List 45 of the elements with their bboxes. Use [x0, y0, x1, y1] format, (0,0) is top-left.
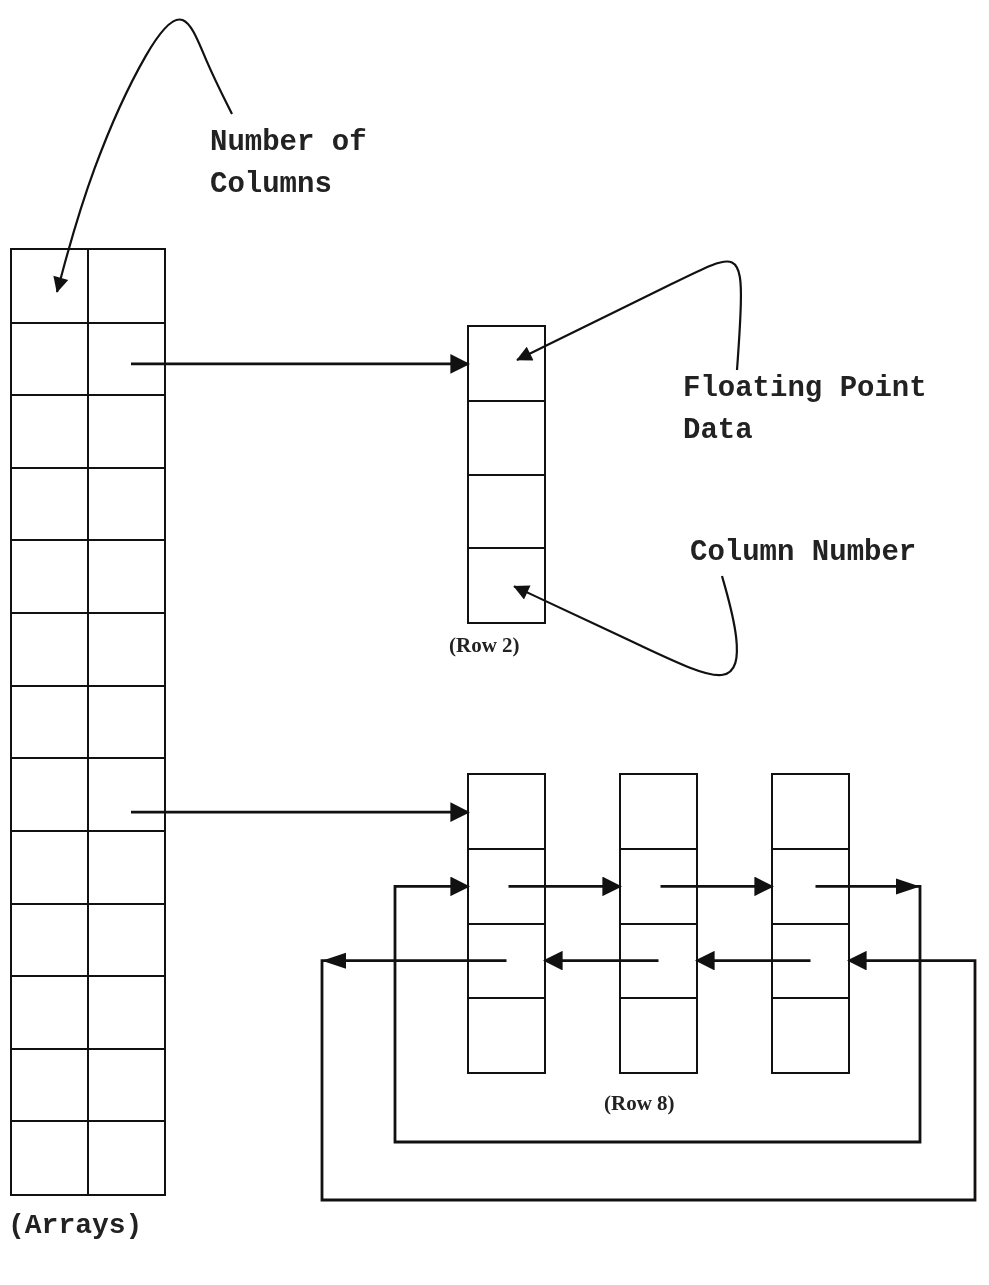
grid-cell [87, 539, 165, 615]
callout-text: Column Number [690, 532, 980, 574]
caption: (Row 8) [604, 1091, 675, 1116]
storage-block [619, 773, 698, 1074]
callout-text: Floating Point Data [683, 368, 983, 452]
grid-cell [87, 829, 165, 905]
grid-cell [87, 466, 165, 542]
grid-cell [11, 975, 89, 1050]
grid-cell [620, 848, 697, 925]
grid-cell [87, 975, 165, 1050]
node-label: (Arrays) [8, 1210, 143, 1241]
grid-cell [11, 829, 89, 905]
node-label: (Row 2) [449, 633, 520, 658]
grid-cell [11, 757, 89, 832]
grid-cell [87, 757, 165, 832]
grid-cell [468, 399, 545, 476]
grid-cell [11, 466, 89, 542]
grid-cell [772, 848, 849, 925]
grid-cell [11, 1120, 89, 1195]
grid-cell [11, 612, 89, 687]
storage-block [467, 773, 546, 1074]
grid-cell [468, 922, 545, 999]
grid-cell [11, 902, 89, 978]
grid-cell [11, 321, 89, 397]
grid-cell [11, 249, 89, 324]
grid-cell [87, 1047, 165, 1123]
storage-block [10, 248, 166, 1196]
grid-cell [11, 1047, 89, 1123]
storage-block [467, 325, 546, 624]
storage-block [771, 773, 850, 1074]
grid-cell [11, 394, 89, 469]
grid-cell [87, 249, 165, 324]
grid-cell [87, 902, 165, 978]
grid-cell [468, 473, 545, 550]
grid-cell [87, 1120, 165, 1195]
grid-cell [87, 394, 165, 469]
callout-text: Number of Columns [210, 122, 410, 206]
grid-cell [11, 684, 89, 760]
grid-cell [468, 848, 545, 925]
grid-cell [87, 612, 165, 687]
grid-cell [87, 321, 165, 397]
grid-cell [620, 922, 697, 999]
grid-cell [772, 922, 849, 999]
grid-cell [11, 539, 89, 615]
grid-cell [87, 684, 165, 760]
